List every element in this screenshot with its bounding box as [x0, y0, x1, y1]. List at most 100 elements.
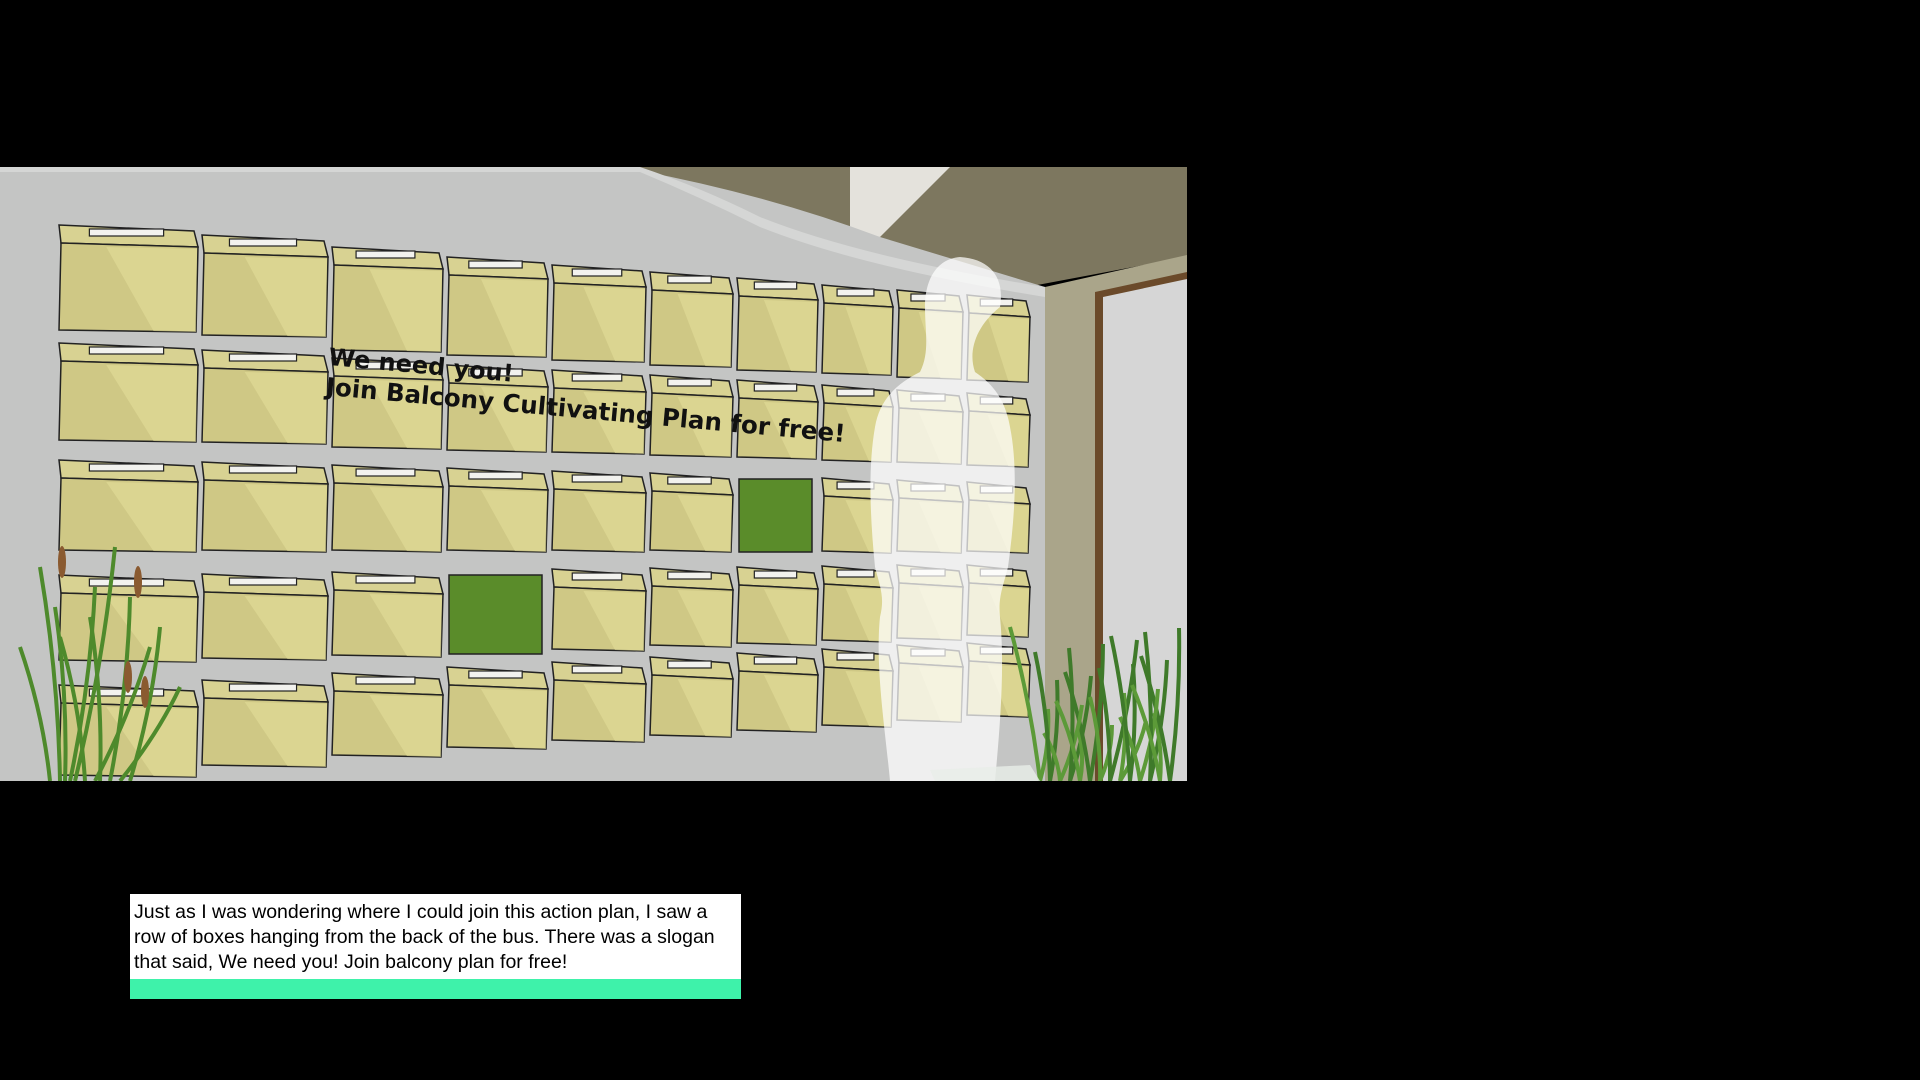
box-slot [88, 578, 165, 587]
box-slot [667, 476, 712, 485]
planted-box [738, 478, 813, 553]
box-highlight [763, 589, 817, 645]
cultivation-box [446, 256, 549, 358]
box-highlight [677, 294, 732, 367]
grass-blade [108, 596, 132, 781]
grass-blade [18, 646, 52, 781]
cultivation-box [446, 364, 549, 453]
planted-box-fill [738, 478, 813, 553]
cultivation-box [649, 472, 734, 553]
box-slot [228, 353, 298, 362]
box-slot [667, 378, 712, 387]
box-slot [228, 465, 298, 474]
box-slot [88, 228, 165, 237]
box-slot [753, 281, 798, 290]
cultivation-box [201, 573, 329, 661]
box-highlight [369, 594, 442, 657]
box-slot [571, 268, 623, 277]
box-slot [667, 275, 712, 284]
box-slot [753, 656, 798, 665]
box-highlight [763, 402, 817, 459]
box-highlight [480, 279, 547, 357]
box-highlight [583, 684, 645, 742]
cattail-head [141, 676, 149, 708]
cultivation-box [736, 566, 819, 646]
box-slot [753, 383, 798, 392]
box-highlight [763, 300, 817, 372]
box-slot [228, 683, 298, 692]
cultivation-box [446, 666, 549, 750]
grass-blade [58, 636, 87, 781]
cultivation-box [446, 467, 549, 553]
box-highlight [583, 493, 645, 552]
cultivation-box [331, 571, 444, 658]
box-slot [468, 260, 523, 269]
cattail-plant-icon [18, 546, 182, 781]
box-slot [667, 571, 712, 580]
box-highlight [106, 482, 197, 552]
cultivation-box [201, 349, 329, 445]
grass-blade [118, 686, 182, 781]
box-slot [355, 250, 416, 259]
box-slot [228, 577, 298, 586]
grass-blade [1054, 700, 1082, 781]
door-opening [1103, 279, 1187, 781]
cultivation-box [821, 648, 894, 728]
box-slot [88, 463, 165, 472]
box-highlight [244, 596, 327, 660]
box-highlight [244, 372, 327, 444]
box-highlight [369, 695, 442, 757]
box-slot [571, 572, 623, 581]
person-silhouette-icon [870, 257, 1015, 781]
grass-blade [1109, 635, 1132, 781]
box-highlight [480, 490, 547, 552]
cattail-head [134, 566, 142, 598]
cultivation-box [331, 357, 444, 450]
ceiling-beam [850, 167, 950, 237]
dialogue-box[interactable]: Just as I was wondering where I could jo… [130, 894, 741, 999]
box-slot [836, 569, 875, 578]
box-slot [667, 660, 712, 669]
cultivation-box [821, 565, 894, 643]
box-slot [836, 481, 875, 490]
planted-box [448, 574, 543, 655]
cultivation-box [58, 459, 199, 553]
box-slot [836, 388, 875, 397]
cultivation-box [649, 656, 734, 738]
box-highlight [106, 247, 197, 332]
box-highlight [480, 689, 547, 749]
box-slot [355, 676, 416, 685]
box-slot [228, 238, 298, 247]
grass-blade [68, 586, 97, 781]
cultivation-box [201, 679, 329, 768]
grass-blade [1048, 679, 1060, 781]
cultivation-box [649, 374, 734, 458]
grass-blade [1063, 671, 1092, 781]
box-slot [468, 368, 523, 377]
grass-blade [93, 646, 152, 781]
grass-blade [1168, 627, 1182, 781]
grass-blade [73, 546, 117, 781]
cultivation-box [736, 379, 819, 460]
scene-canvas [0, 167, 1187, 781]
box-slot [468, 670, 523, 679]
box-highlight [845, 307, 892, 375]
grass-blade [1068, 675, 1093, 781]
box-highlight [583, 392, 645, 454]
box-slot [753, 570, 798, 579]
box-highlight [583, 287, 645, 362]
grass-blade [1067, 647, 1075, 781]
grass-blade [1088, 643, 1105, 781]
cultivation-box [551, 568, 647, 652]
box-highlight [480, 387, 547, 452]
cultivation-box [551, 661, 647, 743]
grass-blade [1088, 696, 1103, 781]
box-highlight [677, 495, 732, 552]
cultivation-box [201, 461, 329, 553]
grass-blade [1139, 655, 1172, 781]
dialogue-continue-bar[interactable] [130, 979, 741, 999]
box-highlight [369, 487, 442, 552]
box-highlight [369, 380, 442, 449]
box-slot [468, 471, 523, 480]
